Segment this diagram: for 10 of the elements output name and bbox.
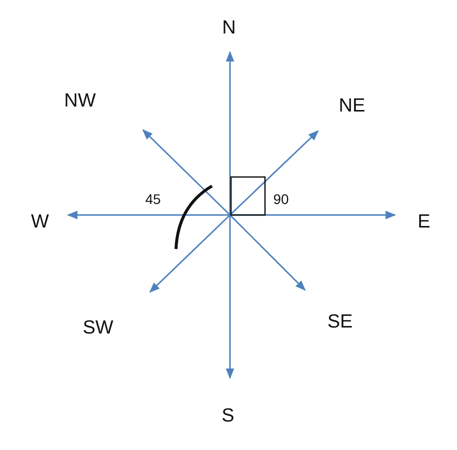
direction-label: E [418,212,430,232]
direction-label: W [31,212,49,232]
direction-label: SE [327,312,353,332]
angle-label: 90 [273,192,289,206]
direction-label: S [222,406,234,426]
direction-label: N [222,18,236,38]
direction-label: NW [64,92,96,110]
direction-label: NE [338,96,366,116]
direction-label: SW [82,318,114,338]
angle-label: 45 [145,192,161,206]
